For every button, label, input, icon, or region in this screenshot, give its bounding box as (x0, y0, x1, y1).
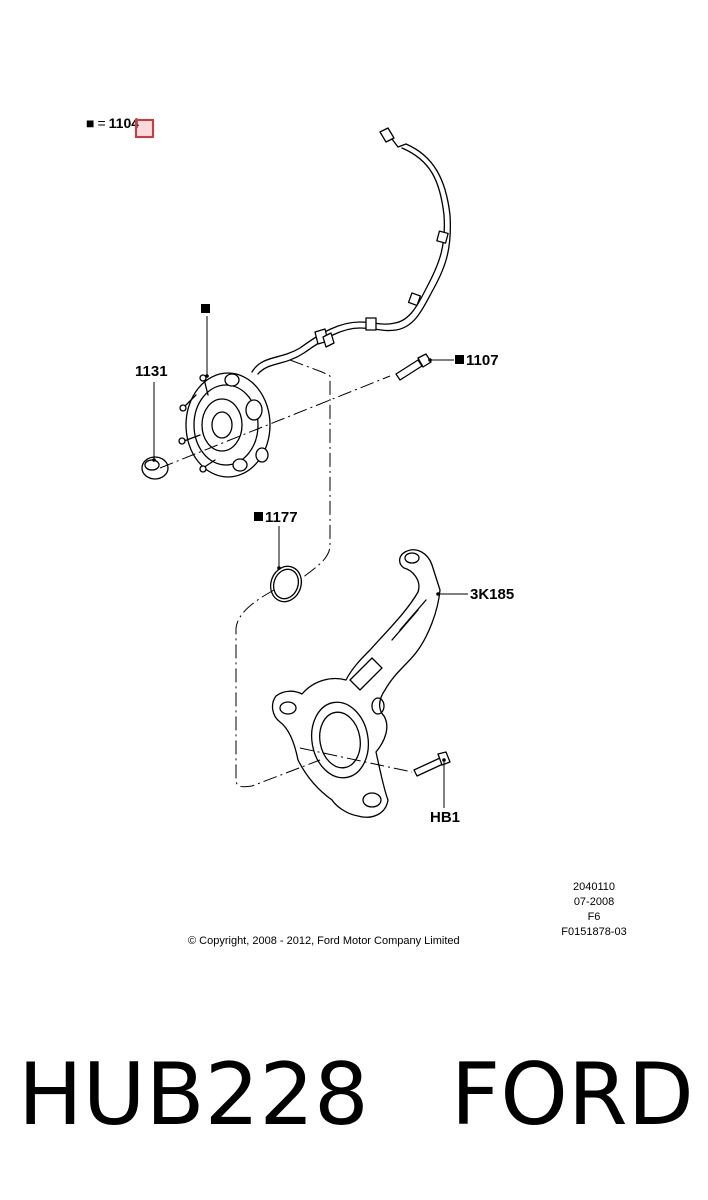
legend-equals: = (97, 115, 106, 131)
legend: ■=1104 (86, 115, 139, 131)
marker-square-icon (201, 304, 210, 313)
bolt-1107 (395, 353, 432, 381)
leader-dots (152, 358, 446, 762)
legend-code: 1104 (108, 115, 140, 131)
meta-line-2: 07-2008 (573, 896, 615, 908)
marker-square-icon (455, 355, 464, 364)
label-1107: 1107 (455, 353, 499, 368)
meta-line-3: F6 (587, 911, 601, 923)
o-ring (269, 565, 303, 603)
label-1177: 1177 (254, 510, 298, 525)
highlight-box (135, 119, 154, 138)
steering-knuckle (271, 549, 441, 818)
part-caption: HUB228 FORD (18, 1045, 694, 1145)
marker-square-icon (254, 512, 263, 521)
copyright-notice: © Copyright, 2008 - 2012, Ford Motor Com… (188, 935, 460, 947)
dust-cap (141, 456, 169, 480)
meta-line-1: 2040110 (572, 881, 615, 893)
drawing-metadata: 2040110 07-2008 F6 F0151878-03 (555, 880, 633, 940)
bolt-hb1 (413, 751, 451, 777)
legend-marker: ■ (86, 115, 95, 131)
label-hb1: HB1 (430, 809, 461, 826)
meta-line-4: F0151878-03 (561, 926, 627, 938)
alignment-lines (159, 359, 413, 788)
hub-marker-label (201, 302, 212, 317)
label-3k185: 3K185 (470, 586, 515, 603)
abs-sensor-cable (251, 127, 452, 375)
label-1107-text: 1107 (466, 352, 499, 369)
wheel-hub (178, 372, 271, 478)
label-1131: 1131 (135, 363, 168, 380)
label-1177-text: 1177 (265, 509, 298, 526)
leader-lines (153, 316, 468, 808)
